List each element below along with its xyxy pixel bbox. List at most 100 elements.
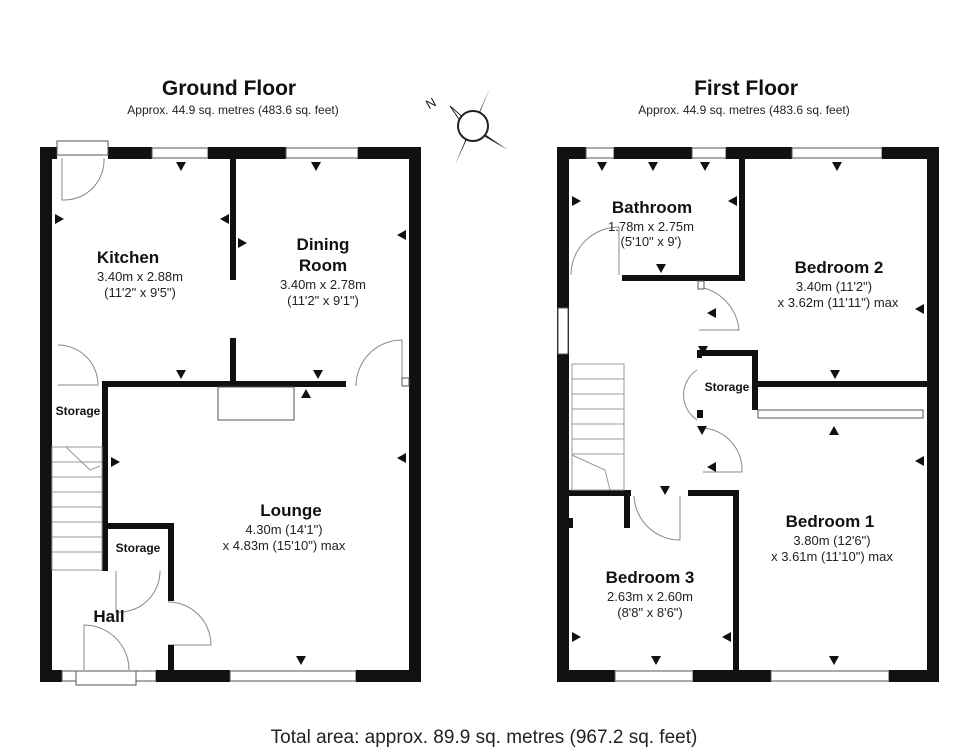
arrow-marker xyxy=(830,370,840,379)
wall xyxy=(614,147,692,159)
arrow-marker xyxy=(220,214,229,224)
door-jamb xyxy=(697,280,705,290)
window xyxy=(614,670,694,682)
wall xyxy=(208,147,286,159)
arrow-marker xyxy=(697,426,707,435)
wall xyxy=(758,381,939,387)
window xyxy=(151,147,209,159)
kitchen-label: Kitchen xyxy=(97,248,159,267)
wall xyxy=(40,147,52,682)
wall xyxy=(356,670,421,682)
wall xyxy=(102,381,346,387)
bedroom-2-dimensions-max: x 3.62m (11'11") max xyxy=(778,295,899,310)
arrow-marker xyxy=(707,308,716,318)
wall xyxy=(230,338,236,381)
wall xyxy=(693,670,771,682)
arrow-marker xyxy=(176,370,186,379)
wall xyxy=(358,147,421,159)
door-swing xyxy=(702,427,743,473)
arrow-marker xyxy=(597,162,607,171)
bathroom-label: Bathroom xyxy=(612,198,692,217)
lounge-dimensions: 4.30m (14'1") xyxy=(245,522,322,537)
door-swing xyxy=(683,369,698,421)
bedroom-1-dimensions-max: x 3.61m (11'10") max xyxy=(771,549,893,564)
wall xyxy=(882,147,939,159)
wall xyxy=(40,147,57,159)
wall xyxy=(697,350,755,356)
hall-storage-label: Storage xyxy=(116,541,161,555)
wall xyxy=(108,147,152,159)
first-floor-area: Approx. 44.9 sq. metres (483.6 sq. feet) xyxy=(638,103,849,117)
arrow-marker xyxy=(728,196,737,206)
wall xyxy=(569,490,631,496)
dining-room-label: Dining xyxy=(297,235,350,254)
staircase xyxy=(571,363,625,491)
bedroom-3-dimensions-imperial: (8'8" x 8'6") xyxy=(617,605,683,620)
arrow-marker xyxy=(698,346,708,355)
wardrobe xyxy=(757,409,924,419)
arrow-marker xyxy=(572,196,581,206)
window xyxy=(135,670,157,682)
arrow-marker xyxy=(311,162,321,171)
lounge-label: Lounge xyxy=(260,501,321,520)
bedroom-3-dimensions: 2.63m x 2.60m xyxy=(607,589,693,604)
arrow-marker xyxy=(829,656,839,665)
first-floor-plan xyxy=(557,147,939,682)
arrow-marker xyxy=(915,304,924,314)
wall xyxy=(733,490,739,670)
arrow-marker xyxy=(829,426,839,435)
kitchen-dimensions: 3.40m x 2.88m xyxy=(97,269,183,284)
wall xyxy=(557,147,569,682)
bedroom-1-label: Bedroom 1 xyxy=(786,512,875,531)
arrow-marker xyxy=(313,370,323,379)
wall xyxy=(927,147,939,682)
bedroom-2-label: Bedroom 2 xyxy=(795,258,884,277)
door-swing xyxy=(83,624,130,671)
wall xyxy=(569,518,573,528)
window xyxy=(61,670,77,682)
lounge-dimensions-max: x 4.83m (15'10") max xyxy=(223,538,346,553)
arrow-marker xyxy=(656,264,666,273)
window xyxy=(285,147,359,159)
wall xyxy=(622,275,745,281)
arrow-marker xyxy=(700,162,710,171)
wall xyxy=(752,350,758,410)
chimney-breast xyxy=(217,386,295,421)
wall xyxy=(557,670,615,682)
arrow-marker xyxy=(397,230,406,240)
arrow-marker xyxy=(296,656,306,665)
door-swing xyxy=(61,157,105,201)
total-area: Total area: approx. 89.9 sq. metres (967… xyxy=(271,727,698,748)
arrow-marker xyxy=(301,389,311,398)
bedroom-1-dimensions: 3.80m (12'6") xyxy=(793,533,870,548)
bedroom-2-dimensions: 3.40m (11'2") xyxy=(796,279,872,294)
wall xyxy=(108,523,174,529)
ground-floor-plan xyxy=(40,140,421,686)
bedroom-3-label: Bedroom 3 xyxy=(606,568,695,587)
compass-rose-icon: N xyxy=(423,88,508,165)
arrow-marker xyxy=(651,656,661,665)
wall xyxy=(739,159,745,281)
wall xyxy=(168,523,174,601)
wall xyxy=(726,147,792,159)
wall xyxy=(697,410,703,418)
compass-north-label: N xyxy=(423,94,439,112)
hall-label: Hall xyxy=(93,607,124,626)
arrow-marker xyxy=(832,162,842,171)
door-swing xyxy=(570,226,620,276)
arrow-marker xyxy=(572,632,581,642)
window xyxy=(229,670,357,682)
door-swing xyxy=(57,344,99,386)
arrow-marker xyxy=(55,214,64,224)
window xyxy=(691,147,727,159)
wall xyxy=(168,645,174,670)
wall xyxy=(889,670,939,682)
ground-floor-area: Approx. 44.9 sq. metres (483.6 sq. feet) xyxy=(127,103,338,117)
bathroom-dimensions: 1.78m x 2.75m xyxy=(608,219,694,234)
wall xyxy=(156,670,230,682)
wall xyxy=(102,381,108,571)
wall xyxy=(230,159,236,280)
door-jamb xyxy=(401,377,410,387)
window xyxy=(791,147,883,159)
